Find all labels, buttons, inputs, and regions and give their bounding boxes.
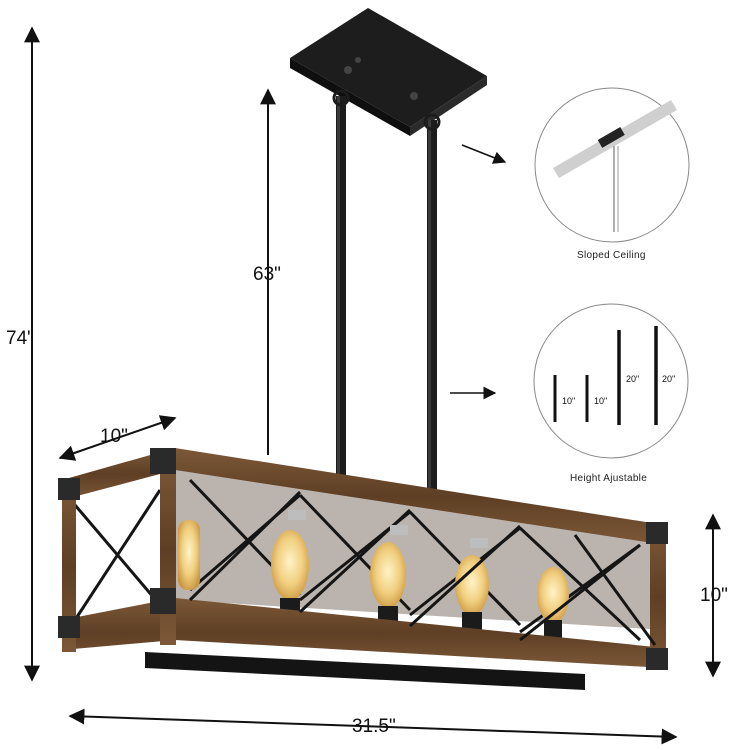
sloped-ceiling-inset — [534, 87, 690, 243]
rod-label-3: 20" — [626, 374, 640, 384]
suspension-rods — [332, 89, 441, 490]
body-height-label: 10" — [700, 585, 728, 606]
depth-arrow — [58, 415, 177, 461]
height-adjustable-inset — [533, 303, 689, 459]
length-label: 31.5" — [352, 716, 396, 737]
length-arrow — [68, 708, 678, 745]
rod-label-4: 20" — [662, 374, 676, 384]
sloped-ceiling-caption: Sloped Ceiling — [577, 250, 646, 261]
chandelier-frame — [58, 448, 668, 690]
pointer-arrow-sloped — [461, 144, 507, 164]
rod-label-2: 10" — [594, 396, 608, 406]
chain-height-label: 63" — [253, 264, 281, 285]
rod-label-1: 10" — [562, 396, 576, 406]
total-height-label: 74" — [6, 328, 34, 349]
ceiling-canopy — [290, 8, 487, 136]
height-adjustable-caption: Height Ajustable — [570, 473, 648, 484]
depth-label: 10" — [100, 426, 128, 447]
